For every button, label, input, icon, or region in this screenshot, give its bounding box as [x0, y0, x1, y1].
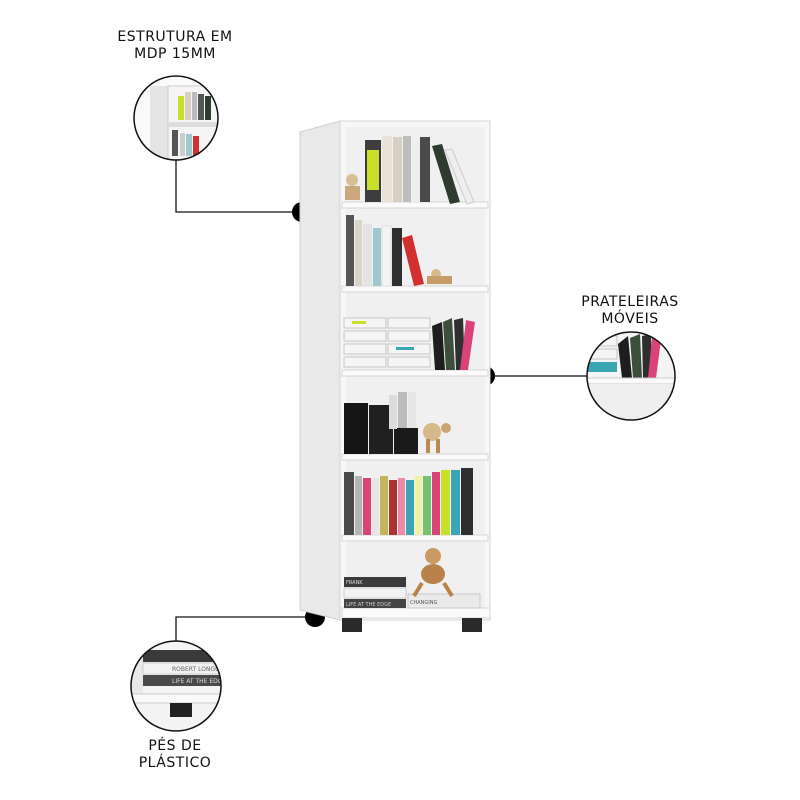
- plastic-foot-left: [342, 618, 362, 632]
- plastic-foot-right: [462, 618, 482, 632]
- callout-structure-line1: ESTRUTURA EM: [117, 29, 233, 45]
- book-title-3: LIFE AT THE EDGE: [172, 678, 226, 685]
- shelf-1-books: [345, 136, 475, 205]
- magnifier-circle-structure: [133, 75, 219, 161]
- leader-line-structure: [175, 152, 302, 213]
- magnifier-circle-shelf: [586, 331, 676, 421]
- book-title-2: ROBERT LONGO: [172, 666, 220, 673]
- book-title-3-main: LIFE AT THE EDGE: [346, 602, 391, 608]
- callout-label-shelves: PRATELEIRAS MÓVEIS: [570, 294, 690, 328]
- callout-shelves-line2: MÓVEIS: [601, 311, 659, 327]
- shelf-5-books: [344, 468, 473, 535]
- callout-shelves-line1: PRATELEIRAS: [581, 294, 679, 310]
- shelf-2-books: [346, 215, 452, 287]
- callout-structure-line2: MDP 15MM: [134, 46, 216, 62]
- magnifier-circle-feet: ROBERT LONGO LIFE AT THE EDGE: [130, 640, 226, 732]
- callout-label-structure: ESTRUTURA EM MDP 15MM: [110, 29, 240, 63]
- callout-feet-line1: PÉS DE: [148, 738, 202, 754]
- shelf-6-items: [343, 548, 481, 609]
- book-title-1: FRANK: [346, 580, 363, 586]
- shelf-4-items: [344, 392, 451, 454]
- book-title-4: CHANGING: [410, 600, 438, 606]
- callout-feet-line2: PLÁSTICO: [138, 755, 212, 771]
- callout-label-feet: PÉS DE PLÁSTICO: [120, 738, 230, 772]
- shelf-3-books: [343, 317, 475, 370]
